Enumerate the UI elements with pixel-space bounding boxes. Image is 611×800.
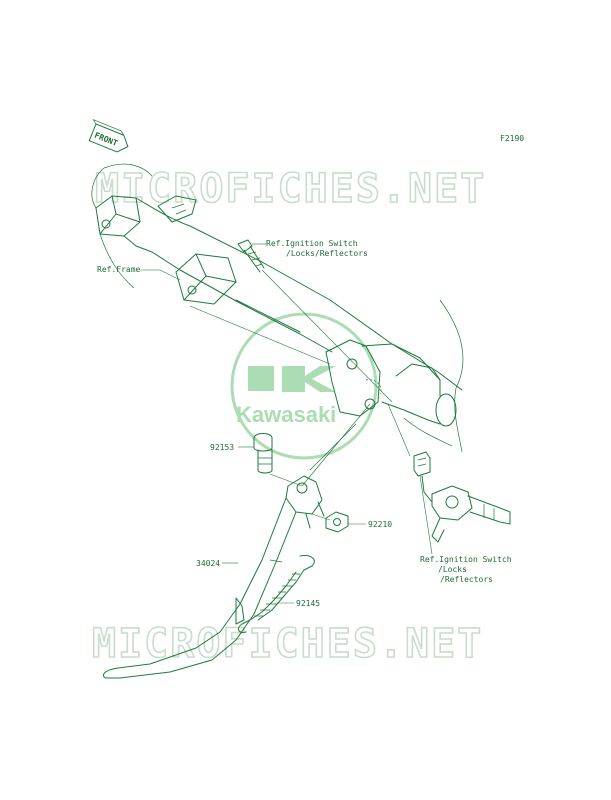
label-ref-ignition-bottom-line1: Ref.Ignition Switch [420, 555, 512, 564]
label-part-92145: 92145 [296, 599, 320, 608]
label-ref-frame: Ref.Frame [97, 265, 141, 274]
kawasaki-logo-watermark: Kawasaki [230, 312, 378, 460]
spring-92145 [238, 555, 315, 633]
side-stand-34024 [102, 475, 325, 679]
ignition-bolt-top [237, 239, 265, 273]
nut-92210 [325, 511, 349, 533]
frame-illustration [91, 163, 464, 453]
label-ref-ignition-top-line2: /Locks/Reflectors [286, 249, 368, 258]
front-arrow-badge: FRONT [88, 119, 129, 153]
figure-code: F2190 [500, 134, 524, 143]
ignition-switch-assembly [413, 451, 511, 543]
label-ref-ignition-bottom-line2: /Locks [438, 565, 467, 574]
label-part-34024: 34024 [196, 559, 220, 568]
label-part-92210: 92210 [368, 520, 392, 529]
front-badge-text: FRONT [93, 131, 119, 148]
watermark-bottom: MICROFICHES.NET [91, 620, 483, 668]
watermark-text-top: MICROFICHES.NET [95, 166, 486, 212]
label-ref-ignition-bottom-line3: /Reflectors [440, 575, 493, 584]
label-ref-ignition-top-line1: Ref.Ignition Switch [266, 239, 358, 248]
kawasaki-logo-text: Kawasaki [236, 402, 336, 427]
watermark-top: MICROFICHES.NET [94, 165, 486, 213]
label-part-92153: 92153 [210, 443, 234, 452]
callout-labels: Ref.Ignition Switch /Locks/Reflectors Re… [97, 239, 512, 608]
watermark-text-bottom: MICROFICHES.NET [92, 621, 483, 667]
leader-lines [140, 243, 433, 604]
bolt-92153 [253, 433, 273, 474]
